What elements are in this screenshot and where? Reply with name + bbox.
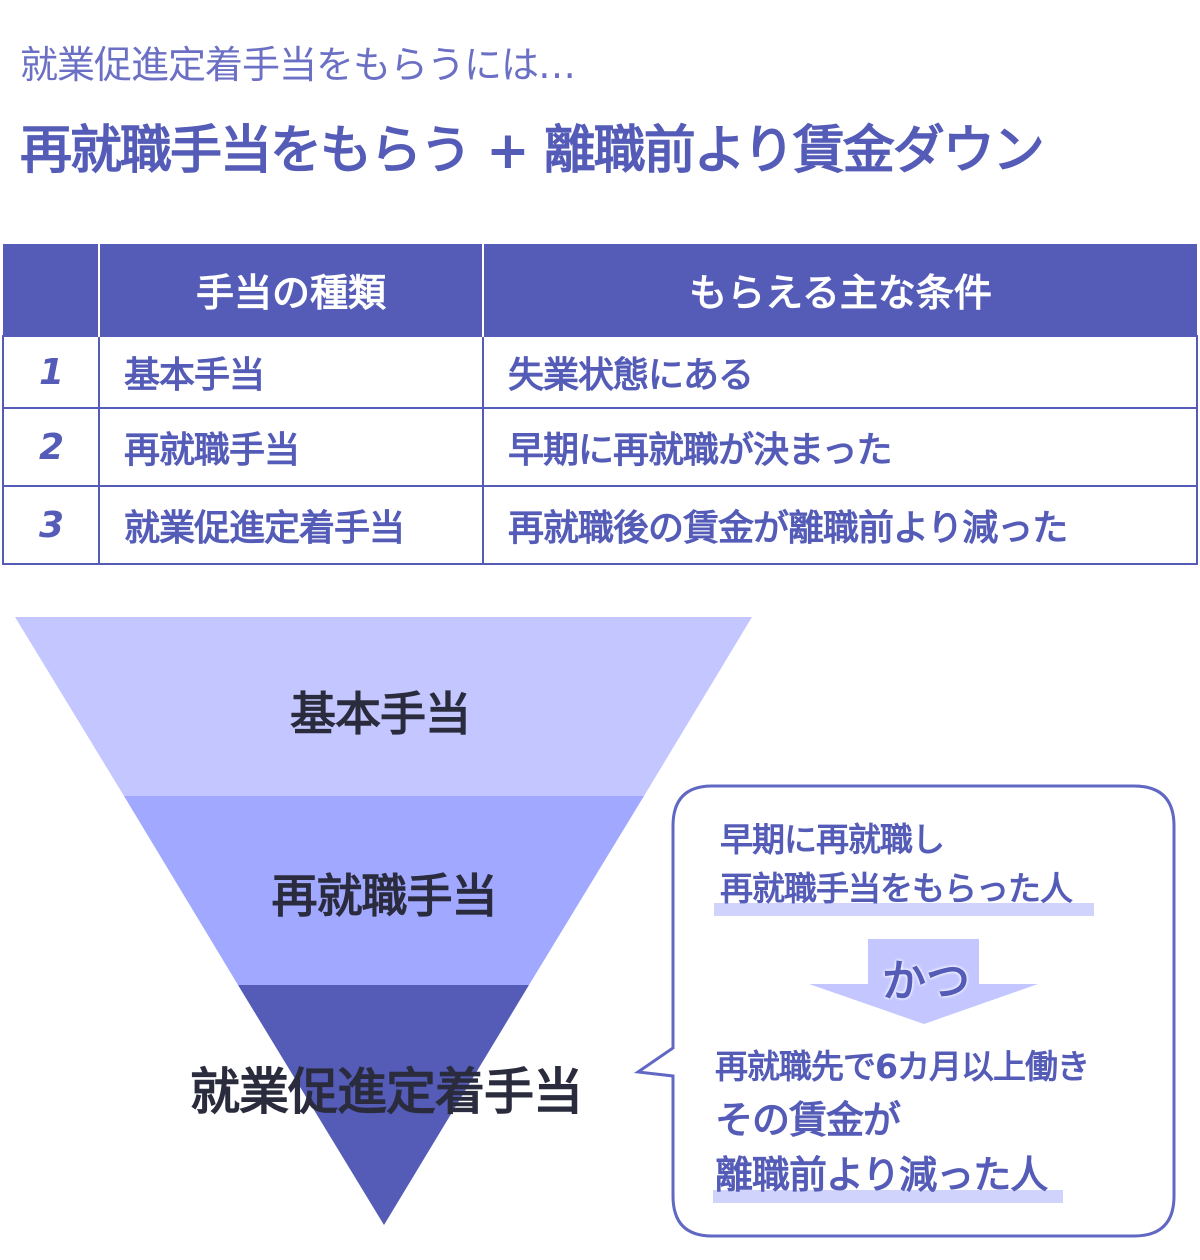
row-type: 基本手当 — [98, 335, 484, 409]
bubble-line-1: 早期に再就職し — [720, 820, 945, 859]
row-condition: 再就職後の賃金が離職前より減った — [482, 485, 1198, 565]
bubble-line-4: その賃金が — [715, 1098, 901, 1142]
funnel-level-2 — [124, 796, 644, 985]
table-row: 3 就業促進定着手当 再就職後の賃金が離職前より減った — [2, 485, 1198, 565]
row-num: 3 — [2, 485, 100, 565]
table-row: 1 基本手当 失業状態にある — [2, 335, 1198, 409]
bubble-line-3: 再就職先で6カ月以上働き — [715, 1047, 1090, 1086]
funnel-level-3 — [238, 985, 529, 1225]
allowance-table: 手当の種類 もらえる主な条件 1 基本手当 失業状態にある 2 再就職手当 早期… — [2, 244, 1198, 565]
funnel-label-2: 再就職手当 — [271, 869, 498, 923]
highlight-bar — [713, 1190, 1063, 1203]
table-header: 手当の種類 もらえる主な条件 — [3, 244, 1197, 336]
funnel-label-1: 基本手当 — [290, 687, 471, 741]
connector-label: かつ — [882, 956, 970, 1007]
row-condition: 早期に再就職が決まった — [482, 407, 1198, 487]
down-arrow-icon — [809, 939, 1038, 1024]
bubble-line-2: 再就職手当をもらった人 — [720, 869, 1073, 908]
row-type: 就業促進定着手当 — [98, 485, 484, 565]
page-title: 再就職手当をもらう + 離職前より賃金ダウン — [20, 121, 1045, 181]
highlight-bar — [714, 903, 1094, 916]
funnel-level-1 — [15, 617, 752, 796]
row-num: 1 — [2, 335, 100, 409]
table-row: 2 再就職手当 早期に再就職が決まった — [2, 407, 1198, 487]
header-type: 手当の種類 — [98, 244, 483, 336]
subtitle: 就業促進定着手当をもらうには… — [20, 43, 576, 87]
funnel-label-3: 就業促進定着手当 — [190, 1063, 583, 1121]
header-num — [3, 244, 99, 336]
row-num: 2 — [2, 407, 100, 487]
row-type: 再就職手当 — [98, 407, 484, 487]
header-condition: もらえる主な条件 — [482, 244, 1197, 336]
bubble-line-5: 離職前より減った人 — [715, 1153, 1048, 1197]
row-condition: 失業状態にある — [482, 335, 1198, 409]
